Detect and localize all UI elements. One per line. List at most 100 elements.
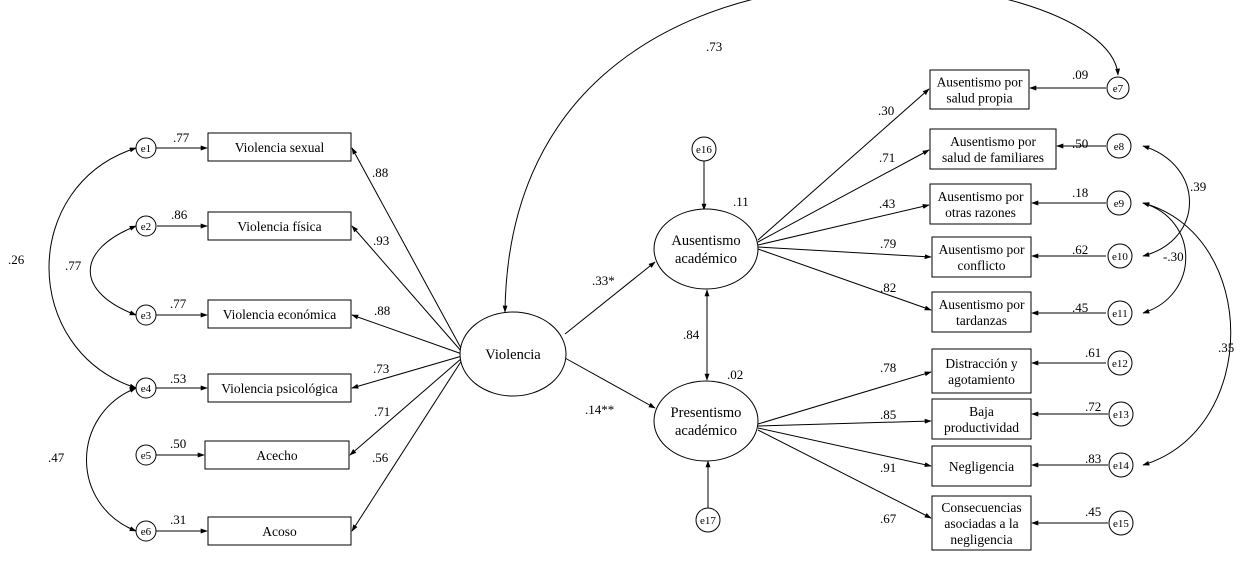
coef-loading-neg: .91	[880, 460, 896, 475]
label-line: Presentismo	[671, 405, 742, 421]
path-pre-con	[757, 429, 932, 519]
label-line: académico	[675, 251, 737, 267]
coef-e8: .50	[1072, 136, 1088, 151]
error-e11: e11	[1107, 300, 1133, 326]
indicator-label: Violencia económica	[223, 307, 337, 322]
coef-e15: .45	[1085, 504, 1101, 519]
error-label: e11	[1112, 308, 1127, 320]
label-line: Ausentismo	[671, 233, 740, 249]
error-label: e16	[696, 144, 712, 156]
coef-e11: .45	[1072, 300, 1088, 315]
error-e14: e14	[1108, 452, 1134, 478]
path-aus-asp	[757, 88, 930, 241]
coef-r2-pre: .02	[727, 367, 743, 382]
path-aus-aor	[757, 204, 930, 246]
path-aus-atar	[757, 248, 932, 311]
error-label: e17	[700, 515, 716, 527]
error-e9: e9	[1106, 190, 1132, 216]
error-label: e9	[1114, 198, 1125, 210]
label-line: Ausentismo por	[938, 189, 1024, 204]
label-line: Distracción y	[945, 356, 1018, 371]
coef-loading-aco: .56	[372, 450, 389, 465]
label-line: tardanzas	[956, 313, 1007, 328]
error-e4: e4	[135, 377, 157, 399]
label-line: salud de familiares	[942, 150, 1044, 165]
path-vio-pre	[564, 357, 656, 409]
coef-aus-pre: .84	[683, 327, 700, 342]
coef-loading-con: .67	[880, 511, 897, 526]
indicator-acecho: Acecho	[204, 440, 350, 470]
coef-cov-vio-e7: .73	[706, 39, 722, 54]
path-aus-aco	[757, 246, 932, 260]
coef-loading-vsex: .88	[372, 165, 388, 180]
latent-ausentismo-academico: Ausentismo académico	[653, 208, 759, 290]
coef-e9: .18	[1072, 185, 1088, 200]
error-label: e8	[1114, 141, 1125, 153]
error-label: e13	[1113, 409, 1129, 421]
error-e8: e8	[1106, 133, 1132, 159]
error-label: e5	[141, 450, 152, 462]
coef-e1: .77	[173, 130, 190, 145]
label-line: negligencia	[950, 532, 1012, 547]
label-line: Negligencia	[949, 459, 1014, 474]
coef-cov-e9-e11: -.30	[1163, 249, 1184, 264]
error-e3: e3	[135, 304, 157, 326]
path-pre-baj	[757, 418, 932, 427]
cov-vio-e7	[502, 0, 1120, 313]
indicator-negligencia: Negligencia	[931, 445, 1032, 487]
coef-e10: .62	[1072, 242, 1088, 257]
latent-label: Ausentismo académico	[671, 233, 740, 267]
label-line: Ausentismo por	[937, 75, 1023, 90]
indicator-violencia-psicologica: Violencia psicológica	[207, 373, 352, 403]
coef-cov-e2-e3: .77	[65, 258, 82, 273]
coef-loading-baj: .85	[880, 407, 896, 422]
label-line: Baja	[969, 404, 994, 419]
error-e12: e12	[1107, 350, 1133, 376]
coef-cov-e8-e10: .39	[1190, 179, 1206, 194]
label-line: Ausentismo por	[950, 134, 1036, 149]
path-vio-veco	[351, 314, 463, 355]
indicator-label: Negligencia	[949, 459, 1014, 474]
error-e6: e6	[135, 520, 157, 542]
coef-e3: .77	[170, 296, 187, 311]
path-vio-vsex	[351, 147, 463, 351]
coef-e5: .50	[170, 436, 186, 451]
error-label: e1	[141, 143, 151, 155]
path-pre-neg	[757, 427, 932, 468]
indicator-violencia-fisica: Violencia física	[207, 211, 352, 241]
coef-e4: .53	[170, 371, 186, 386]
coef-vio-aus: .33*	[592, 273, 615, 288]
indicator-violencia-economica: Violencia económica	[207, 299, 352, 329]
error-e7: e7	[1106, 76, 1130, 100]
coef-e7: .09	[1072, 67, 1088, 82]
cov-e2-e3	[89, 225, 137, 316]
coef-loading-veco: .88	[374, 303, 390, 318]
indicator-acoso: Acoso	[207, 516, 352, 546]
error-e13: e13	[1108, 401, 1134, 427]
coef-cov-e4-e6: .47	[48, 450, 65, 465]
coef-cov-e1-e4: .26	[8, 252, 25, 267]
error-label: e12	[1112, 358, 1128, 370]
cov-e9-e14	[1142, 202, 1232, 466]
path-aus-asf	[757, 149, 930, 243]
path-vio-vpsi	[351, 355, 463, 389]
coef-loading-aor: .43	[879, 196, 895, 211]
path-pre-dis	[757, 371, 932, 425]
error-e5: e5	[135, 444, 157, 466]
coef-e6: .31	[170, 512, 186, 527]
error-label: e15	[1113, 518, 1129, 530]
coef-e2: .86	[171, 207, 188, 222]
coef-loading-aco: .79	[880, 236, 896, 251]
error-label: e4	[141, 383, 152, 395]
